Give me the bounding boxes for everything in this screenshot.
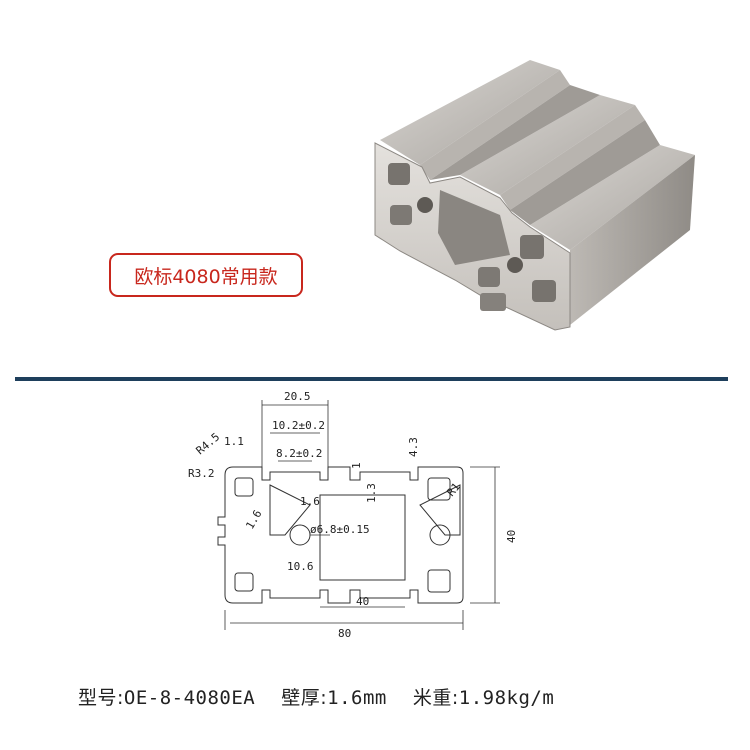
dim-slot-depth: 4.3	[407, 437, 420, 457]
dim-height-lip: 1.3	[365, 483, 378, 503]
wall-thickness-spec: 壁厚: 1.6mm	[281, 683, 387, 710]
dim-total-width: 80	[338, 627, 351, 640]
aluminum-profile-photo	[374, 60, 695, 331]
specification-row: 型号: OE-8-4080EA 壁厚: 1.6mm 米重: 1.98kg/m	[78, 678, 718, 714]
dim-bore: ø6.8±0.15	[310, 523, 370, 536]
dim-outer-radius: R4.5	[194, 430, 223, 457]
weight-label: 米重:	[412, 686, 459, 709]
profile-cross-section-drawing: 20.5 10.2±0.2 8.2±0.2 1.1 R4.5 R3.2 1 4.…	[188, 390, 518, 640]
dim-inner-slot: 10.2±0.2	[272, 419, 325, 432]
dim-inner-width: 40	[356, 595, 369, 608]
dim-slot-neck: 8.2±0.2	[276, 447, 322, 460]
dim-slot-opening: 20.5	[284, 390, 311, 403]
weight-value: 1.98kg/m	[458, 686, 555, 709]
weight-spec: 米重: 1.98kg/m	[413, 683, 554, 710]
model-value: OE-8-4080EA	[123, 686, 256, 709]
wall-value: 1.6mm	[327, 686, 387, 709]
product-badge: 欧标4080常用款	[109, 253, 303, 297]
dim-wall-1: 1.6	[300, 495, 320, 508]
dim-wall-2: 1.6	[243, 508, 264, 532]
dim-lip-thickness: 1	[350, 462, 363, 469]
section-divider	[15, 377, 728, 381]
dim-total-height: 40	[505, 530, 518, 543]
model-label: 型号:	[78, 686, 124, 709]
dim-edge-lip: 1.1	[224, 435, 244, 448]
dim-center-bore: 10.6	[287, 560, 314, 573]
wall-label: 壁厚:	[281, 686, 328, 709]
model-spec: 型号: OE-8-4080EA	[78, 683, 255, 710]
dim-corner-radius: R3.2	[188, 467, 215, 480]
